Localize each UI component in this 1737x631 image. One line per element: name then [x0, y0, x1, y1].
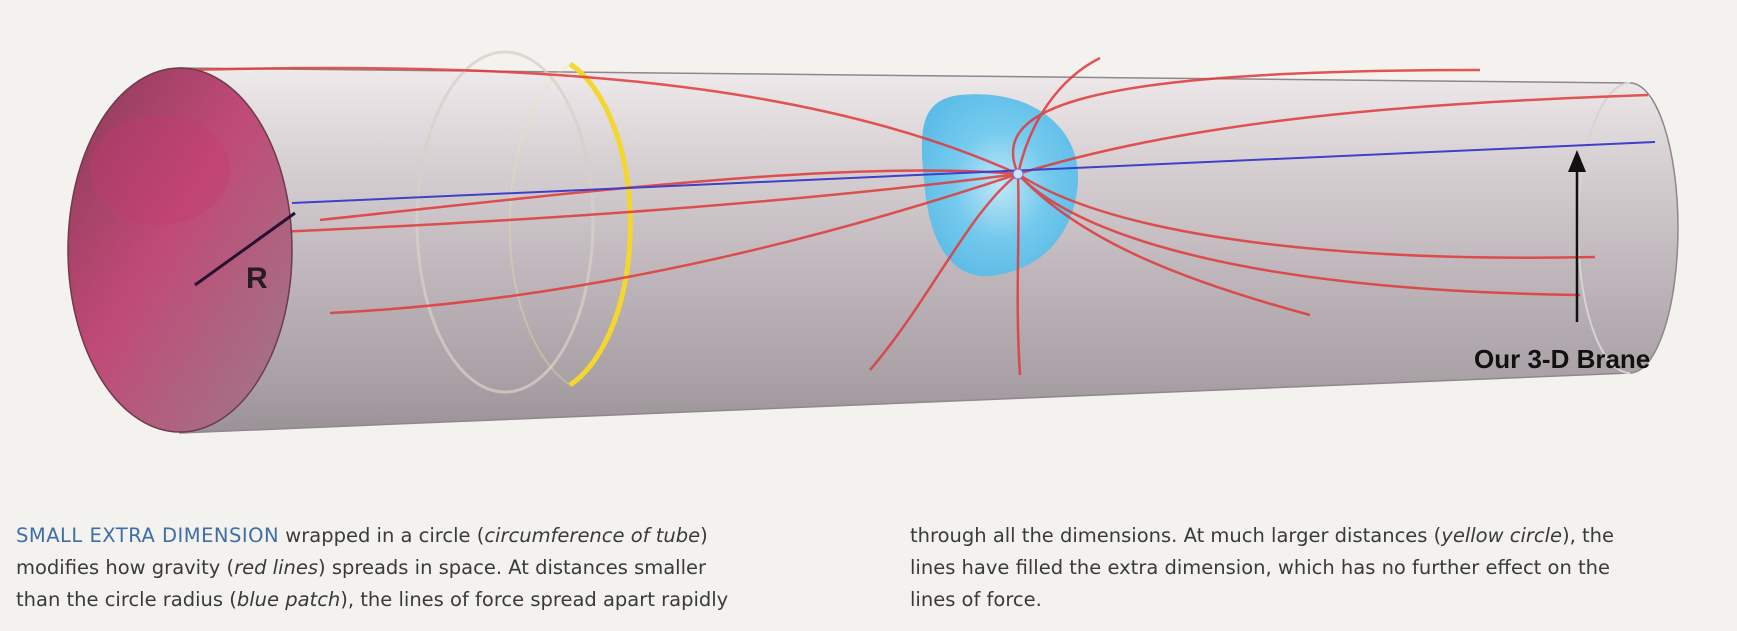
end-cap-speckle [90, 115, 230, 225]
caption-em: blue patch [236, 588, 341, 611]
tube-end-cap [67, 67, 293, 433]
caption-lead: SMALL EXTRA DIMENSION [16, 524, 280, 547]
caption-text: than the circle radius ( [16, 588, 237, 611]
caption-em: yellow circle [1441, 524, 1563, 547]
yellow-circle [568, 61, 633, 388]
caption-left: SMALL EXTRA DIMENSION wrapped in a circl… [16, 520, 728, 616]
brane-line [291, 141, 1656, 204]
caption-right-line-1: through all the dimensions. At much larg… [910, 520, 1614, 552]
caption-em: circumference of tube [484, 524, 701, 547]
caption-text: wrapped in a circle ( [279, 524, 485, 547]
caption-left-line-1: SMALL EXTRA DIMENSION wrapped in a circl… [16, 520, 728, 552]
caption-left-line-3: than the circle radius (blue patch), the… [16, 584, 728, 616]
ghost-ring [415, 50, 595, 394]
yellow-circle-back [508, 63, 571, 386]
tube-body [179, 67, 1679, 434]
center-point [1012, 168, 1024, 180]
caption-text: through all the dimensions. At much larg… [910, 524, 1442, 547]
radius-label: R [246, 262, 268, 295]
radius-line [194, 211, 296, 287]
caption-text: ), the [1562, 524, 1615, 547]
caption-left-line-2: modifies how gravity (red lines) spreads… [16, 552, 728, 584]
brane-label: Our 3-D Brane [1474, 344, 1650, 374]
caption-right-line-3: lines of force. [910, 588, 1042, 611]
tube-diagram: R Our 3-D Brane [67, 50, 1679, 434]
caption-text: modifies how gravity ( [16, 556, 235, 579]
caption-text: ) spreads in space. At distances smaller [318, 556, 707, 579]
caption-text: ), the lines of force spread apart rapid… [340, 588, 729, 611]
caption-right-line-2: lines have filled the extra dimension, w… [910, 556, 1611, 579]
caption-right: through all the dimensions. At much larg… [910, 520, 1614, 616]
caption-em: red lines [234, 556, 319, 579]
blue-patch [921, 94, 1079, 277]
caption-text: ) [700, 524, 708, 547]
gravity-lines [79, 56, 1649, 376]
brane-arrowhead [1568, 150, 1586, 172]
